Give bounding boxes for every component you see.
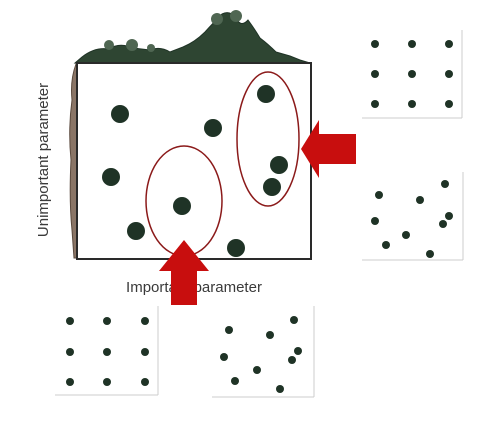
highlight-ellipse-right bbox=[236, 71, 300, 207]
random-point bbox=[402, 231, 410, 239]
right-pointing-arrow-icon bbox=[301, 120, 356, 178]
grid-point bbox=[371, 100, 379, 108]
random-point bbox=[445, 212, 453, 220]
sample-point bbox=[227, 239, 245, 257]
grid-layout-panel-bottom bbox=[55, 306, 159, 396]
grid-point bbox=[445, 70, 453, 78]
random-point bbox=[426, 250, 434, 258]
random-point bbox=[375, 191, 383, 199]
random-point bbox=[288, 356, 296, 364]
grid-point bbox=[66, 378, 74, 386]
y-axis-label: Unimportant parameter bbox=[35, 83, 52, 237]
grid-point bbox=[66, 348, 74, 356]
random-point bbox=[439, 220, 447, 228]
random-point bbox=[382, 241, 390, 249]
sample-point bbox=[111, 105, 129, 123]
random-point bbox=[371, 217, 379, 225]
sample-point bbox=[270, 156, 288, 174]
grid-point bbox=[141, 317, 149, 325]
random-point bbox=[416, 196, 424, 204]
sample-point bbox=[257, 85, 275, 103]
sample-point bbox=[102, 168, 120, 186]
top-marginal-bump bbox=[147, 44, 155, 52]
random-point bbox=[290, 316, 298, 324]
top-marginal-bump bbox=[104, 40, 114, 50]
grid-point bbox=[66, 317, 74, 325]
sample-point bbox=[263, 178, 281, 196]
random-point bbox=[225, 326, 233, 334]
left-marginal-landscape bbox=[69, 63, 78, 259]
grid-point bbox=[445, 40, 453, 48]
random-point bbox=[220, 353, 228, 361]
grid-point bbox=[103, 348, 111, 356]
random-point bbox=[294, 347, 302, 355]
sample-point bbox=[173, 197, 191, 215]
grid-point bbox=[141, 348, 149, 356]
grid-point bbox=[408, 40, 416, 48]
grid-point bbox=[445, 100, 453, 108]
sample-point bbox=[204, 119, 222, 137]
sample-point bbox=[127, 222, 145, 240]
random-point bbox=[231, 377, 239, 385]
grid-point bbox=[103, 378, 111, 386]
grid-point bbox=[141, 378, 149, 386]
grid-point bbox=[103, 317, 111, 325]
random-point bbox=[266, 331, 274, 339]
random-point bbox=[276, 385, 284, 393]
top-marginal-landscape bbox=[73, 12, 311, 64]
up-pointing-arrow-icon bbox=[159, 240, 209, 305]
top-marginal-bump bbox=[230, 10, 242, 22]
random-layout-panel-bottom bbox=[212, 306, 315, 398]
grid-point bbox=[371, 40, 379, 48]
grid-point bbox=[371, 70, 379, 78]
top-marginal-bump bbox=[126, 39, 138, 51]
grid-layout-panel-right bbox=[362, 30, 463, 119]
main-plot-points bbox=[102, 85, 288, 257]
random-layout-panel-right bbox=[362, 172, 464, 261]
top-marginal-bump bbox=[211, 13, 223, 25]
random-point bbox=[441, 180, 449, 188]
grid-point bbox=[408, 70, 416, 78]
random-point bbox=[253, 366, 261, 374]
grid-point bbox=[408, 100, 416, 108]
